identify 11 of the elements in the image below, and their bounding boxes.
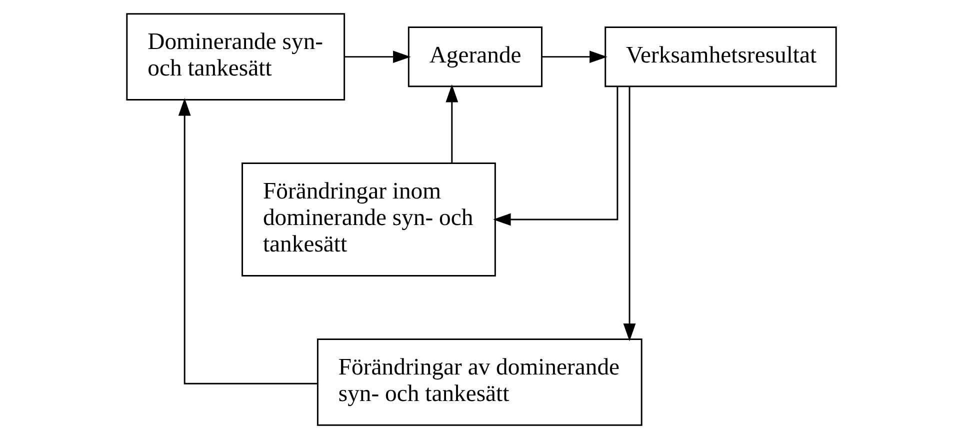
arrow bbox=[178, 98, 318, 384]
node-box: Förändringar inom dominerande syn- och tankesätt bbox=[242, 162, 496, 276]
node-box: Verksamhetsresultat bbox=[604, 26, 837, 88]
arrow bbox=[542, 50, 608, 64]
node-box: Dominerande syn- och tankesätt bbox=[126, 13, 346, 100]
arrow bbox=[344, 50, 411, 64]
node-box: Förändringar av dominerande syn- och tankesätt bbox=[316, 338, 642, 426]
arrow bbox=[623, 86, 636, 342]
arrow bbox=[446, 84, 458, 164]
node-box: Agerande bbox=[408, 26, 542, 88]
arrow bbox=[493, 86, 618, 226]
